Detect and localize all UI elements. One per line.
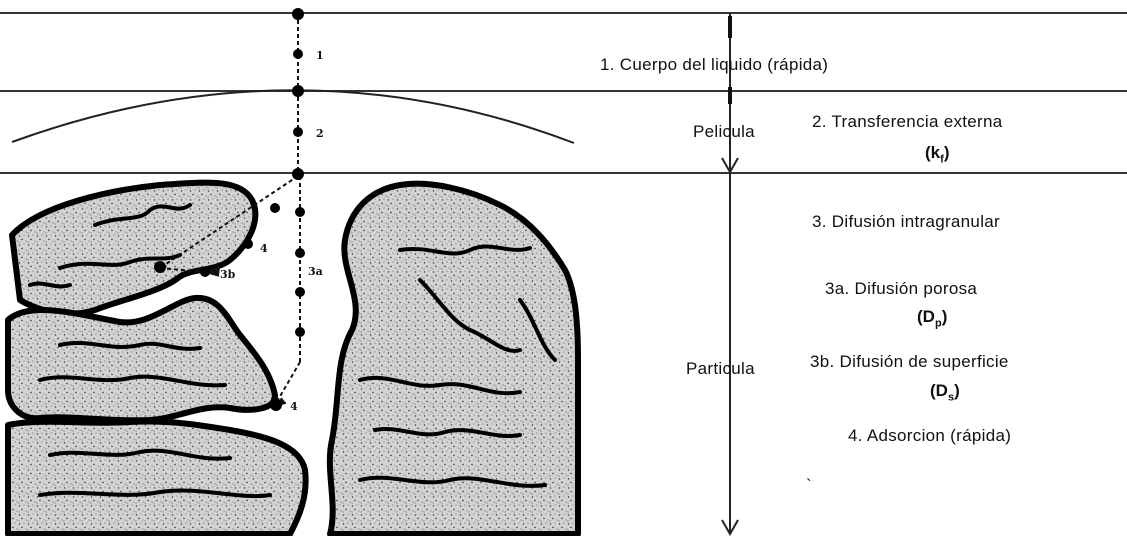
path-label-4-upper: 4 (260, 242, 268, 255)
step-3b-label: 3b. Difusión de superficie (810, 352, 1009, 371)
bead (295, 327, 305, 337)
zone-label-film: Pelicula (693, 122, 755, 141)
pore-channel (358, 475, 547, 488)
bead (295, 287, 305, 297)
bead (295, 207, 305, 217)
particle-left (5, 179, 581, 536)
pore-channel (518, 298, 557, 362)
pore-channel (93, 203, 192, 227)
path-label-3b: 3b (220, 268, 236, 281)
grain (5, 294, 278, 424)
path-label-2: 2 (316, 127, 324, 140)
grain (5, 418, 309, 536)
bead (293, 49, 303, 59)
pore-channel (28, 281, 72, 289)
pore-channel (398, 244, 532, 256)
step-3b-symbol: (Ds) (930, 381, 960, 404)
bead (270, 399, 282, 411)
pore-channel (38, 488, 272, 499)
step-2-symbol: (kf) (925, 143, 950, 166)
pore-channel (418, 278, 522, 353)
path-label-1: 1 (316, 49, 324, 62)
pore-channel (58, 253, 182, 270)
bead (154, 261, 166, 273)
zone-label-particle: Particula (686, 359, 755, 378)
pore-channel (58, 340, 202, 351)
step-3-label: 3. Difusión intragranular (812, 212, 1000, 231)
bead (270, 203, 280, 213)
zone-dimension-arrow (721, 13, 739, 536)
bead (292, 85, 304, 97)
film-curve (11, 89, 575, 144)
stray-mark: ` (806, 476, 812, 495)
step-4-label: 4. Adsorcion (rápida) (848, 426, 1012, 445)
bead (292, 168, 304, 180)
pore-channel (48, 448, 232, 461)
step-2-label: 2. Transferencia externa (812, 112, 1003, 131)
step-3a-label: 3a. Difusión porosa (825, 279, 978, 298)
pore-channel (358, 375, 522, 396)
grain (9, 179, 259, 317)
path-label-3a: 3a (308, 265, 323, 278)
bead (292, 8, 304, 20)
step-1-label: 1. Cuerpo del liquido (rápida) (600, 55, 829, 74)
bead (295, 248, 305, 258)
path-label-4-lower: 4 (290, 400, 298, 413)
diffusion-beads (154, 8, 305, 411)
pore-channel (38, 374, 227, 388)
pore-channels (28, 203, 557, 499)
grain (326, 180, 581, 536)
bead (243, 239, 253, 249)
bead (293, 127, 303, 137)
bead (200, 267, 210, 277)
pore-channel (373, 427, 522, 438)
step-3a-symbol: (Dp) (917, 307, 948, 330)
